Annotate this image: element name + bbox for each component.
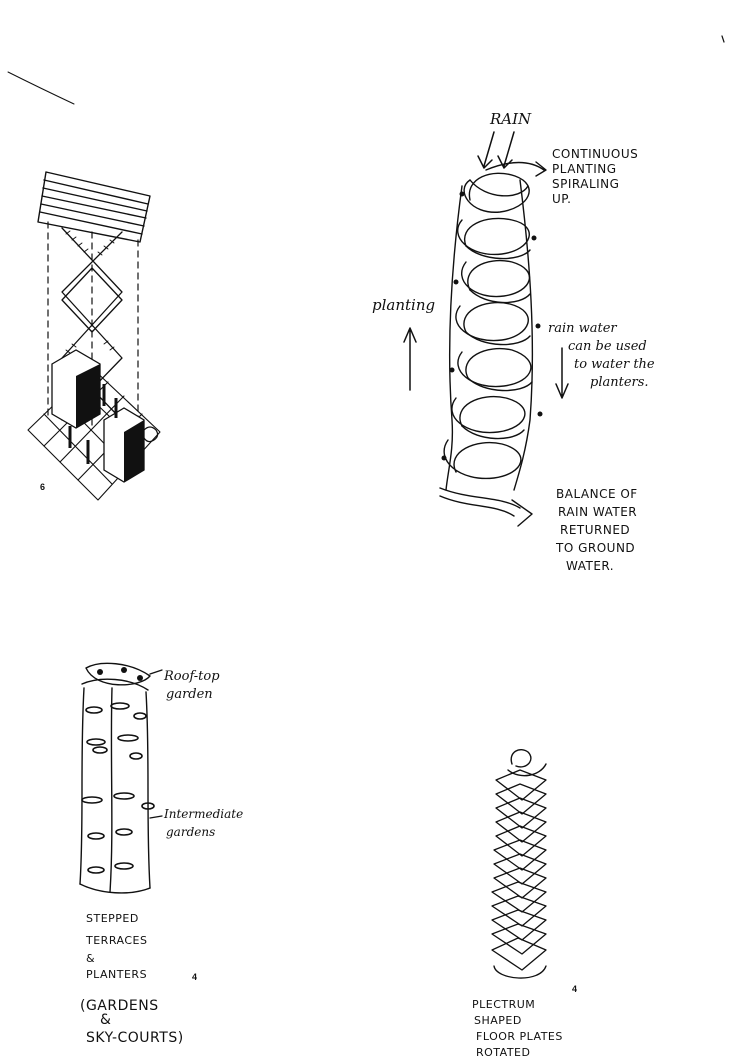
plectrum-floorplates-diagram: PLECTRUM SHAPED FLOOR PLATES ROTATED 4 bbox=[472, 748, 577, 1059]
rainwater-label: rain water can be used to water the plan… bbox=[548, 321, 659, 390]
stray-mark bbox=[721, 35, 725, 43]
spiral-coil bbox=[443, 172, 533, 480]
rain-label: RAIN bbox=[489, 110, 532, 128]
spiral-spine bbox=[445, 179, 534, 491]
planting-up-arrow bbox=[403, 327, 417, 391]
terrace-planters bbox=[81, 702, 155, 874]
balance-rainwater-label: BALANCE OF RAIN WATER RETURNED TO GROUND… bbox=[555, 487, 642, 573]
spiral-planting-diagram: RAIN CONTINUOUS PLANTING SPIRALING U bbox=[372, 110, 659, 573]
figure-number-4-right: 4 bbox=[572, 984, 577, 994]
rainwater-down-arrow bbox=[555, 347, 569, 399]
grid-post bbox=[68, 384, 118, 464]
rooftop-garden-blob bbox=[97, 667, 143, 681]
figure-number-6: 6 bbox=[40, 482, 45, 492]
small-shrub bbox=[143, 426, 159, 443]
stray-mark bbox=[7, 71, 75, 105]
stepped-terraces-diagram: Roof-top garden Intermediate gardens STE… bbox=[79, 662, 247, 1046]
isometric-tower-diagram: 6 bbox=[27, 171, 161, 501]
figure-number-4-left: 4 bbox=[192, 972, 197, 982]
rain-arrow-left bbox=[477, 131, 495, 169]
outflow-arrow bbox=[439, 487, 533, 527]
continuous-planting-label: CONTINUOUS PLANTING SPIRALING UP. bbox=[552, 147, 643, 206]
planting-label: planting bbox=[372, 296, 435, 314]
diagonal-hatch bbox=[65, 230, 115, 354]
roof-slab bbox=[37, 171, 151, 243]
rooftop-leader bbox=[149, 669, 163, 675]
plectrum-plates bbox=[491, 769, 547, 979]
block-right-shade bbox=[124, 420, 144, 482]
tower-outline bbox=[79, 662, 151, 894]
planter-dots bbox=[441, 191, 543, 461]
intermediate-leader bbox=[149, 815, 163, 819]
plectrum-caption: PLECTRUM SHAPED FLOOR PLATES ROTATED bbox=[472, 998, 567, 1059]
block-left-shade bbox=[76, 364, 100, 428]
plectrum-top-swirl bbox=[507, 748, 547, 777]
intermediate-garden-label: Intermediate gardens bbox=[163, 807, 247, 839]
gardens-skycourts-label: (GARDENS & SKY-COURTS) bbox=[80, 998, 184, 1046]
top-spiral-arrow bbox=[485, 161, 547, 177]
rooftop-garden-label: Roof-top garden bbox=[163, 669, 224, 702]
stepped-terraces-label: STEPPED TERRACES & PLANTERS bbox=[85, 912, 151, 981]
